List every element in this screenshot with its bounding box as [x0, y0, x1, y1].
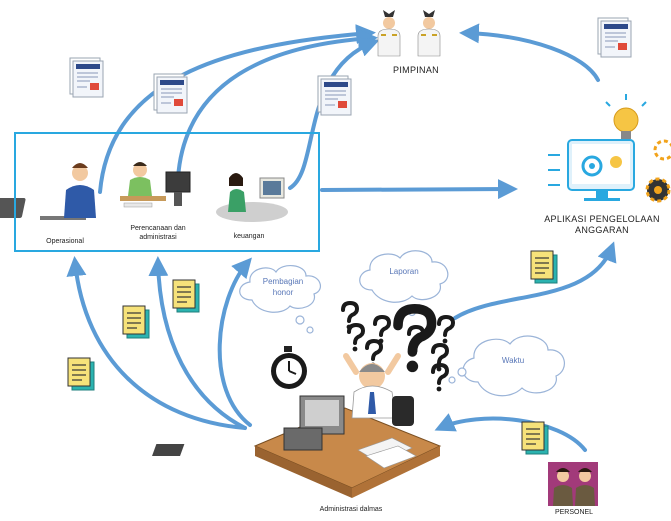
arrow-admin-to-keuangan	[217, 257, 252, 427]
keuangan-worker-icon	[216, 173, 288, 222]
perencanaan-label-line1: Perencanaan dan	[130, 225, 186, 232]
arrow-personel-to-admin	[434, 413, 587, 452]
arrow-keuangan-to-pimpinan	[288, 37, 380, 190]
administrasi-dalmas-label: Administrasi dalmas	[319, 506, 383, 513]
arrow-admin-to-operasional	[66, 256, 247, 430]
cloud-pembagian-line1: Pembagian	[262, 277, 304, 286]
document-icon-2	[122, 305, 150, 339]
aplikasi-label-line2: ANGGARAN	[575, 225, 629, 235]
document-icon-4	[530, 250, 558, 284]
pimpinan-label: PIMPINAN	[393, 65, 439, 75]
cloud-pembagian-honor	[239, 265, 322, 334]
arrow-admin-to-perencanaan	[148, 256, 247, 430]
flow-arrows	[66, 23, 617, 452]
aplikasi-label-line1: APLIKASI PENGELOLAAN	[544, 214, 660, 224]
document-icon-1	[172, 279, 200, 313]
operasional-worker-icon	[0, 163, 96, 220]
cloud-waktu-label: Waktu	[501, 356, 525, 365]
perencanaan-label-line2: administrasi	[139, 234, 177, 241]
laporan-doc-icon-4	[597, 17, 632, 58]
laporan-doc-icon-1	[69, 57, 104, 98]
personel-icon	[548, 462, 598, 506]
pimpinan-figures	[377, 10, 441, 57]
laporan-doc-icon-2	[153, 73, 188, 114]
personel-label: PERSONEL	[554, 509, 594, 516]
arrow-perencanaan-to-pimpinan	[176, 28, 378, 180]
stopwatch-icon	[271, 346, 307, 389]
units-box	[14, 132, 320, 252]
operasional-label: Operasional	[46, 238, 84, 245]
document-icon-3	[67, 357, 95, 391]
keuangan-label: keuangan	[233, 233, 265, 240]
cloud-laporan	[359, 250, 449, 317]
document-icon-5	[521, 421, 549, 455]
arrow-aplikasi-to-pimpinan	[459, 23, 600, 82]
arrow-admin-to-aplikasi	[453, 241, 617, 320]
cloud-laporan-label: Laporan	[389, 267, 419, 276]
aplikasi-icon	[548, 94, 671, 203]
cloud-pembagian-line2: honor	[272, 288, 294, 297]
arrow-units-to-aplikasi	[320, 179, 518, 200]
cloud-waktu	[448, 335, 565, 397]
laporan-doc-icon-3	[317, 75, 352, 116]
perencanaan-worker-icon	[120, 162, 191, 208]
administrasi-dalmas-workstation	[152, 353, 442, 498]
